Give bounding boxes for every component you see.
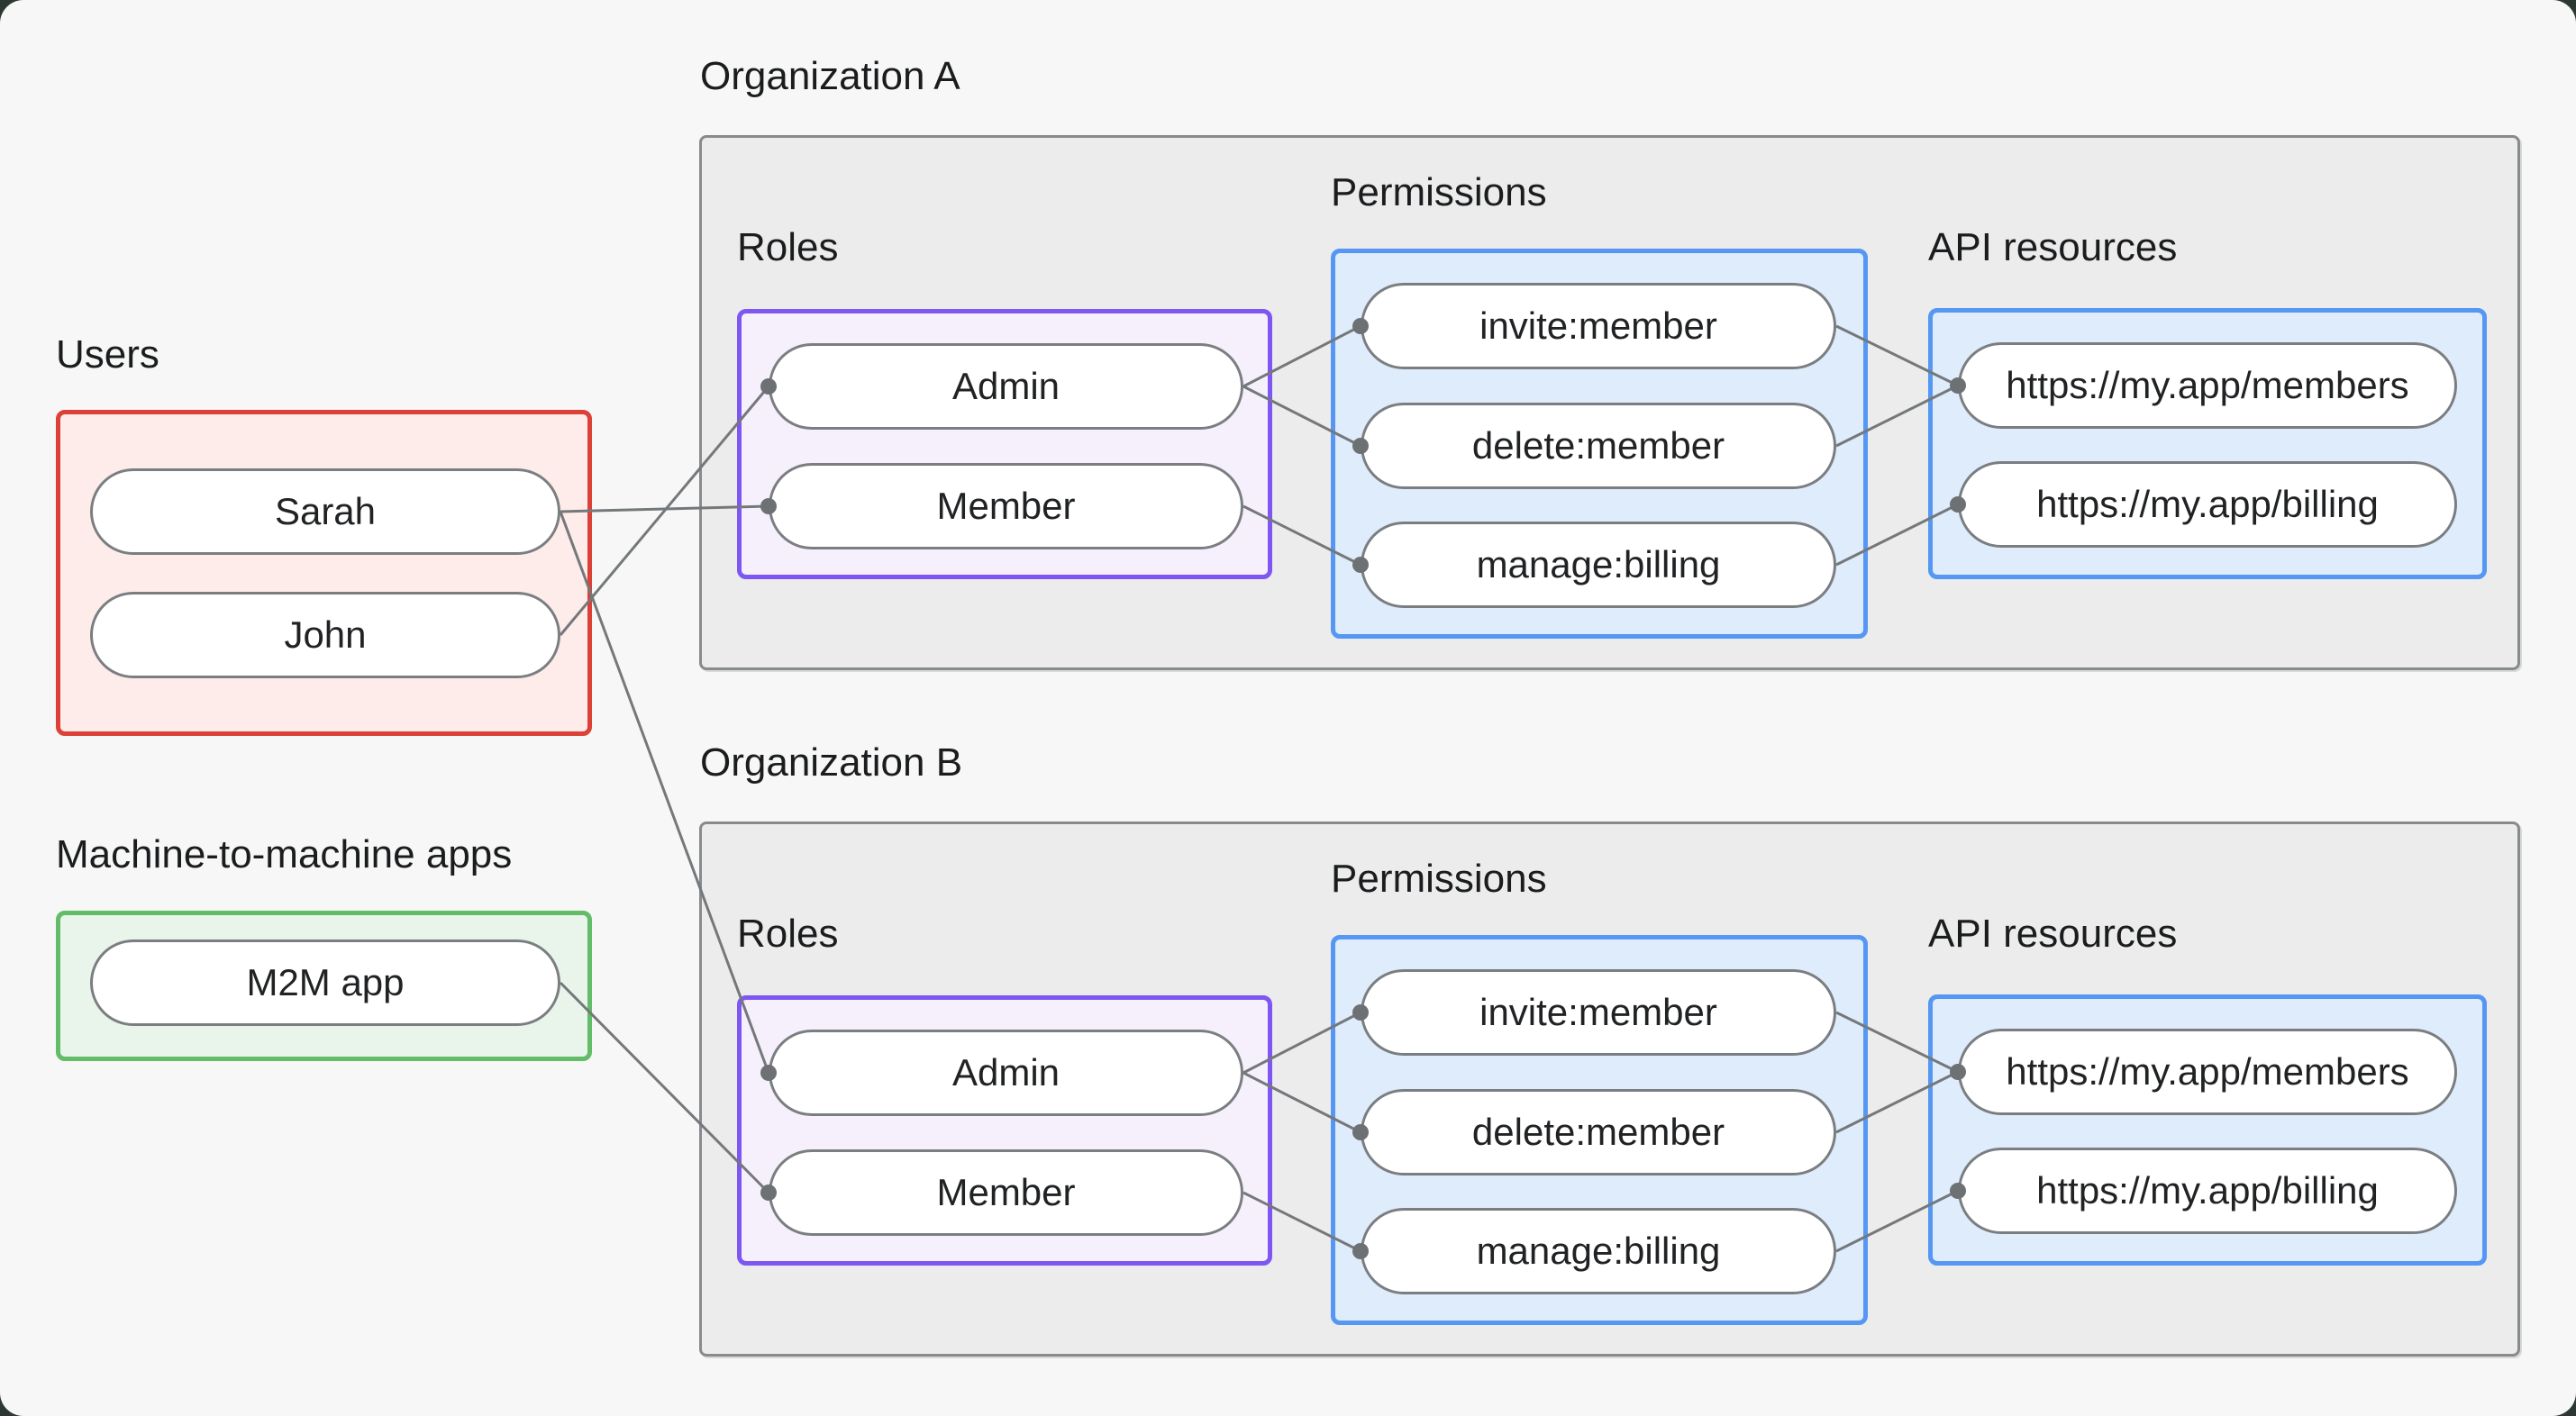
node-label: M2M app: [246, 961, 405, 1003]
node-user-john: John: [90, 592, 560, 678]
users-group-box: [56, 410, 592, 736]
node-label: John: [284, 613, 367, 656]
node-org-a-api-billing: https://my.app/billing: [1958, 461, 2457, 548]
org-b-title: Organization B: [700, 740, 963, 785]
org-b-api-title: API resources: [1928, 912, 2178, 956]
node-m2m-app: M2M app: [90, 939, 560, 1026]
node-label: invite:member: [1479, 304, 1717, 347]
node-label: Member: [936, 1171, 1076, 1213]
node-label: https://my.app/members: [2006, 364, 2409, 406]
node-org-b-perm-delete: delete:member: [1361, 1089, 1836, 1175]
org-a-api-title: API resources: [1928, 225, 2178, 269]
node-label: Sarah: [274, 490, 377, 532]
node-org-a-role-admin: Admin: [769, 343, 1243, 430]
org-a-title: Organization A: [700, 54, 960, 98]
node-label: invite:member: [1479, 991, 1717, 1033]
node-org-a-api-members: https://my.app/members: [1958, 342, 2457, 429]
org-a-permissions-title: Permissions: [1331, 170, 1547, 214]
node-org-a-role-member: Member: [769, 463, 1243, 549]
node-org-b-perm-billing: manage:billing: [1361, 1208, 1836, 1294]
m2m-section-title: Machine-to-machine apps: [56, 832, 513, 876]
node-org-a-perm-invite: invite:member: [1361, 283, 1836, 369]
org-b-roles-title: Roles: [737, 912, 839, 956]
users-section-title: Users: [56, 332, 159, 377]
node-org-b-perm-invite: invite:member: [1361, 969, 1836, 1056]
node-label: Member: [936, 485, 1076, 527]
node-user-sarah: Sarah: [90, 468, 560, 555]
org-a-roles-title: Roles: [737, 225, 839, 269]
node-label: https://my.app/billing: [2036, 483, 2379, 525]
node-label: Admin: [951, 1051, 1060, 1094]
org-b-permissions-title: Permissions: [1331, 857, 1547, 901]
node-label: Admin: [951, 365, 1060, 407]
node-org-b-role-admin: Admin: [769, 1030, 1243, 1116]
node-org-b-api-members: https://my.app/members: [1958, 1029, 2457, 1115]
node-org-b-role-member: Member: [769, 1149, 1243, 1236]
node-org-a-perm-delete: delete:member: [1361, 403, 1836, 489]
node-label: https://my.app/members: [2006, 1050, 2409, 1093]
node-label: https://my.app/billing: [2036, 1169, 2379, 1212]
node-org-a-perm-billing: manage:billing: [1361, 522, 1836, 608]
node-label: manage:billing: [1476, 543, 1721, 585]
node-org-b-api-billing: https://my.app/billing: [1958, 1148, 2457, 1234]
node-label: delete:member: [1471, 424, 1725, 467]
node-label: manage:billing: [1476, 1230, 1721, 1272]
node-label: delete:member: [1471, 1111, 1725, 1153]
